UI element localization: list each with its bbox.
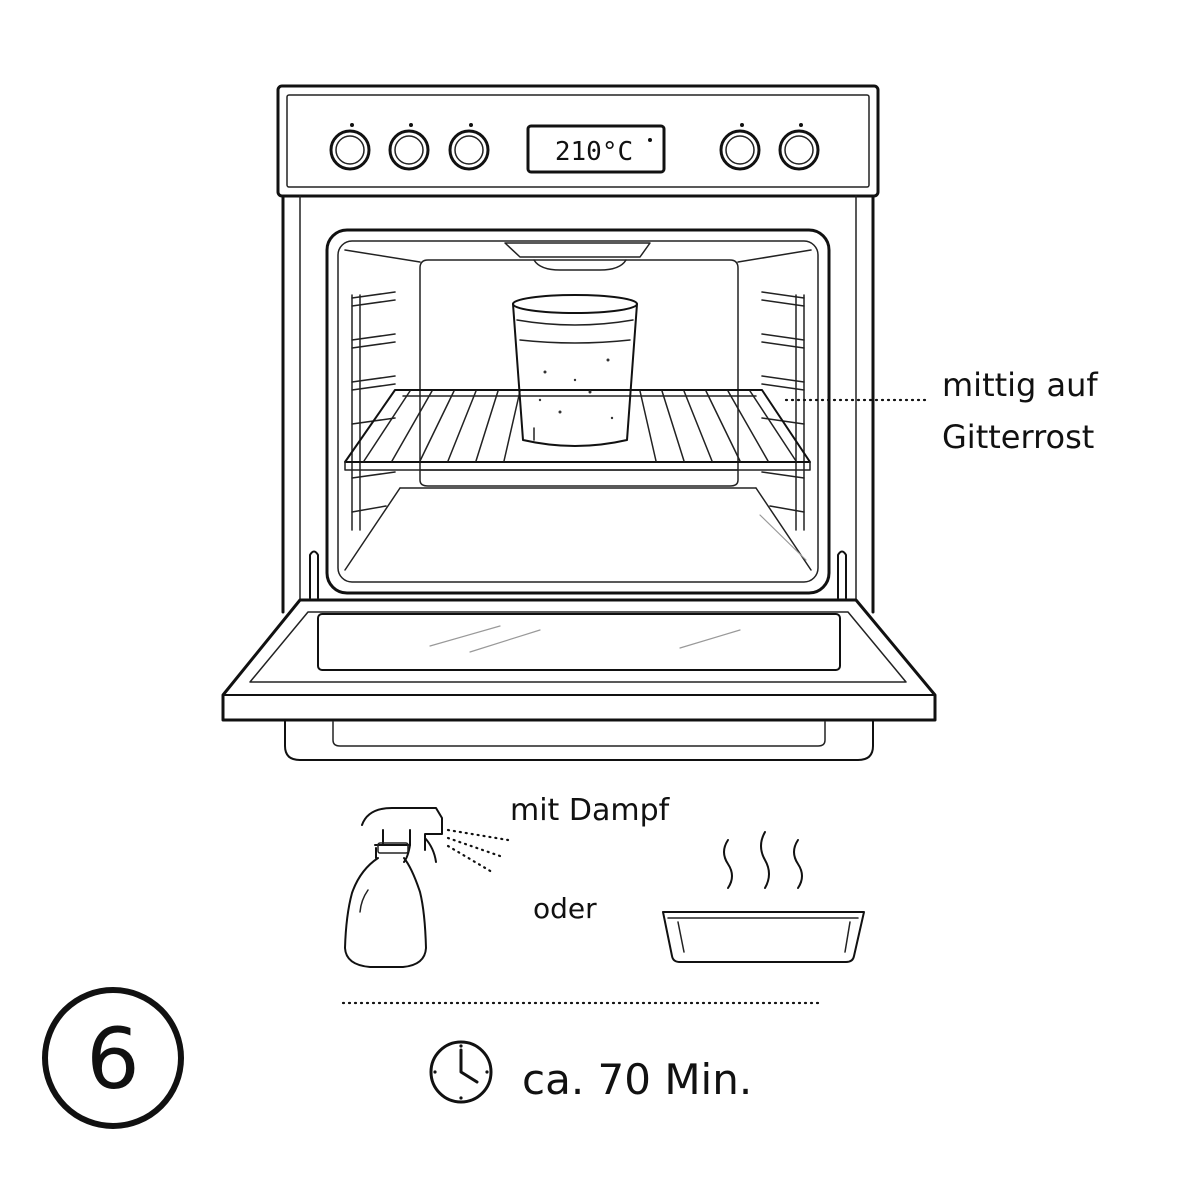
water-container-icon — [512, 294, 638, 447]
control-panel: 210°C — [276, 84, 880, 198]
knob-5 — [778, 123, 820, 171]
placement-label-line1: mittig auf — [942, 366, 1098, 404]
spray-bottle-icon — [344, 807, 443, 968]
knob-1 — [329, 123, 371, 171]
step-number-badge: 6 — [42, 987, 184, 1129]
duration-text: ca. 70 Min. — [522, 1055, 752, 1104]
oven-icon: 210°C — [221, 84, 937, 761]
placement-callout: mittig auf Gitterrost — [784, 366, 1098, 456]
oven-cavity — [325, 228, 831, 595]
knob-4 — [719, 123, 761, 171]
knob-2 — [388, 123, 430, 171]
steam-tray-icon — [662, 831, 865, 963]
alternative-label: oder — [533, 892, 597, 925]
oven-door — [221, 550, 937, 761]
duration-row: ca. 70 Min. — [429, 1040, 752, 1104]
step-number: 6 — [86, 1010, 139, 1108]
spray-mist — [446, 828, 510, 874]
knob-3 — [448, 123, 490, 171]
temperature-readout: 210°C — [555, 137, 633, 167]
steam-label: mit Dampf — [510, 793, 671, 828]
temperature-display: 210°C — [526, 124, 666, 174]
clock-icon — [429, 1040, 493, 1104]
wire-rack — [344, 389, 811, 471]
placement-label-line2: Gitterrost — [942, 418, 1094, 456]
